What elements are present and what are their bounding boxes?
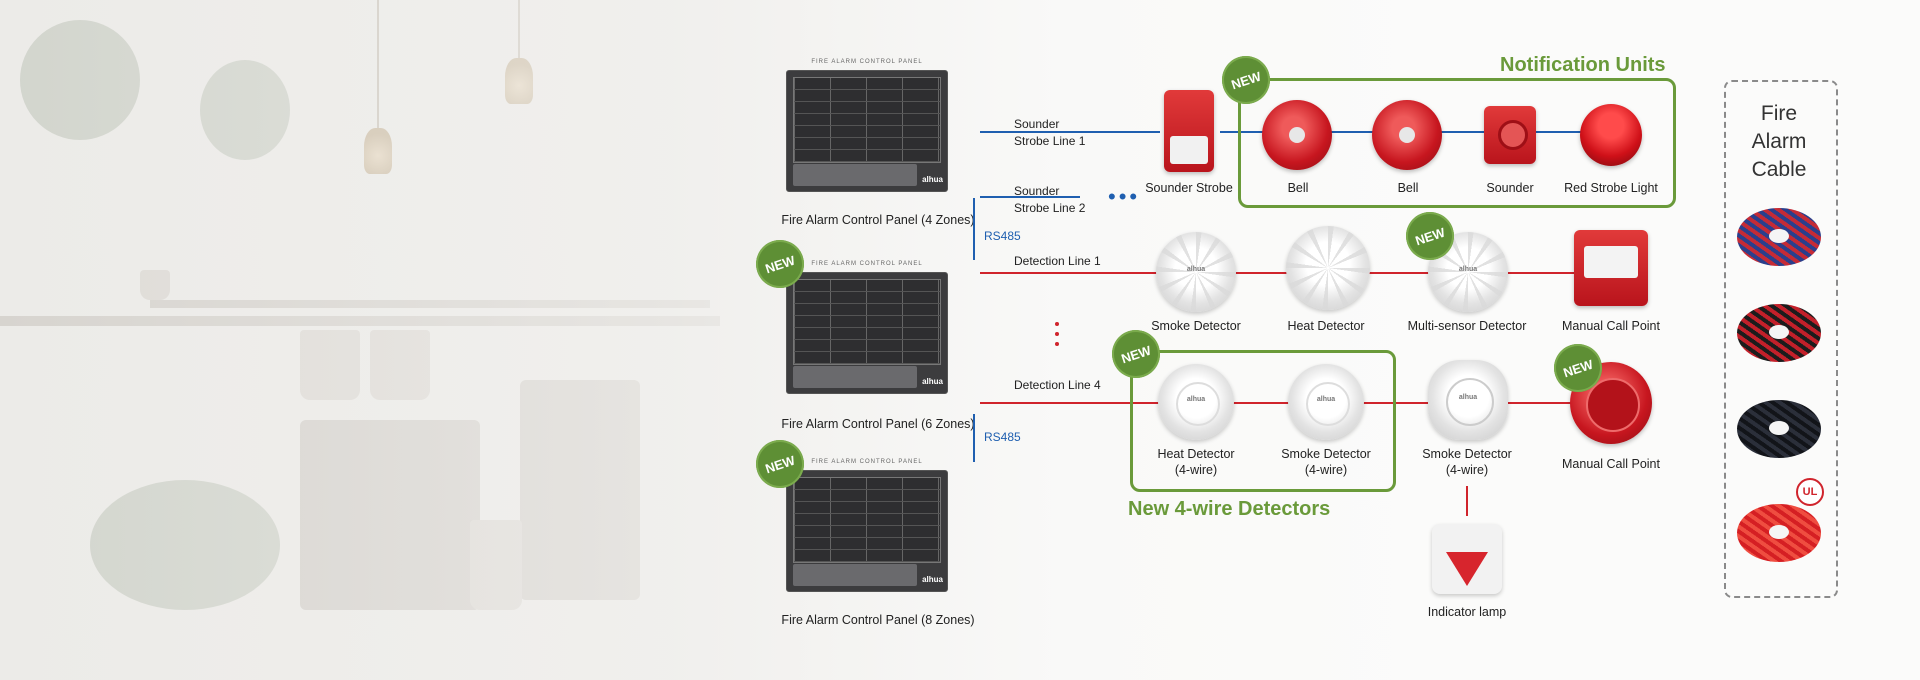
panel-top-text: FIRE ALARM CONTROL PANEL — [811, 59, 923, 65]
red-strobe-light-label: Red Strobe Light — [1564, 181, 1658, 195]
control-panel-4-zones: FIRE ALARM CONTROL PANEL alhua — [786, 59, 948, 192]
rs485-label-2: RS485 — [984, 430, 1021, 444]
control-panel-8-zones: FIRE ALARM CONTROL PANEL alhua — [786, 459, 948, 592]
red-strobe-light-icon — [1580, 104, 1642, 166]
sounder-label: Sounder — [1486, 181, 1534, 195]
detection-line-4-label: Detection Line 4 — [1014, 378, 1101, 392]
smoke-detector-label: Smoke Detector — [1151, 319, 1241, 333]
sounder-strobe-line-2 — [980, 196, 1080, 198]
brand-logo: alhua — [922, 377, 943, 386]
cable-blue-red-icon — [1737, 208, 1821, 266]
smoke-detector-4wire-label-2: Smoke Detector(4-wire) — [1422, 447, 1512, 477]
manual-call-point-round-label: Manual Call Point — [1562, 457, 1660, 471]
bell-label-2: Bell — [1397, 181, 1419, 195]
brand-logo: alhua — [922, 575, 943, 584]
heat-detector-4wire-label: Heat Detector(4-wire) — [1157, 447, 1235, 477]
cable-black-icon — [1737, 400, 1821, 458]
four-wire-detectors-title: New 4-wire Detectors — [1128, 498, 1331, 520]
heat-detector-icon — [1286, 226, 1370, 310]
manual-call-point-label: Manual Call Point — [1562, 319, 1660, 333]
indicator-lamp-icon — [1432, 524, 1502, 594]
notification-units-box — [1238, 78, 1676, 208]
cable-red-icon — [1737, 504, 1821, 562]
indicator-link — [1466, 486, 1468, 516]
smoke-detector-icon: alhua — [1156, 232, 1236, 312]
panel-4-zones-label: Fire Alarm Control Panel (4 Zones) — [781, 213, 975, 227]
sounder-strobe-label: Sounder Strobe — [1145, 181, 1233, 195]
four-wire-detectors-box — [1130, 350, 1396, 492]
notification-units-title: Notification Units — [1500, 54, 1666, 76]
rs485-link-2 — [973, 414, 975, 462]
sounder-strobe-line-1 — [980, 131, 1160, 133]
sounder-strobe-device — [1164, 90, 1214, 172]
detection-line-1-label: Detection Line 1 — [1014, 254, 1101, 268]
continuation-dots — [1055, 322, 1059, 352]
bell-label-1: Bell — [1287, 181, 1309, 195]
smoke-detector-4wire-icon-2: alhua — [1428, 360, 1508, 440]
heat-detector-4wire-icon: alhua — [1158, 364, 1234, 440]
panel-top-text: FIRE ALARM CONTROL PANEL — [811, 261, 923, 267]
smoke-detector-4wire-icon: alhua — [1288, 364, 1364, 440]
panel-top-text: FIRE ALARM CONTROL PANEL — [811, 459, 923, 465]
bell-icon — [1372, 100, 1442, 170]
brand-logo: alhua — [922, 175, 943, 184]
bell-icon — [1262, 100, 1332, 170]
continuation-dots: ••• — [1108, 184, 1141, 209]
heat-detector-label: Heat Detector — [1287, 319, 1365, 333]
rs485-label-1: RS485 — [984, 229, 1021, 243]
multi-sensor-detector-label: Multi-sensor Detector — [1407, 319, 1527, 333]
fire-alarm-cable-box — [1724, 80, 1838, 598]
control-panel-6-zones: FIRE ALARM CONTROL PANEL alhua — [786, 261, 948, 394]
indicator-lamp-label: Indicator lamp — [1427, 605, 1507, 619]
panel-8-zones-label: Fire Alarm Control Panel (8 Zones) — [781, 613, 975, 627]
cable-black-red-icon — [1737, 304, 1821, 362]
sounder-icon — [1484, 106, 1536, 164]
rs485-link-1 — [973, 198, 975, 260]
panel-6-zones-label: Fire Alarm Control Panel (6 Zones) — [781, 417, 975, 431]
ul-mark-icon: UL — [1796, 478, 1824, 506]
manual-call-point-icon — [1574, 230, 1648, 306]
smoke-detector-4wire-label: Smoke Detector(4-wire) — [1281, 447, 1371, 477]
